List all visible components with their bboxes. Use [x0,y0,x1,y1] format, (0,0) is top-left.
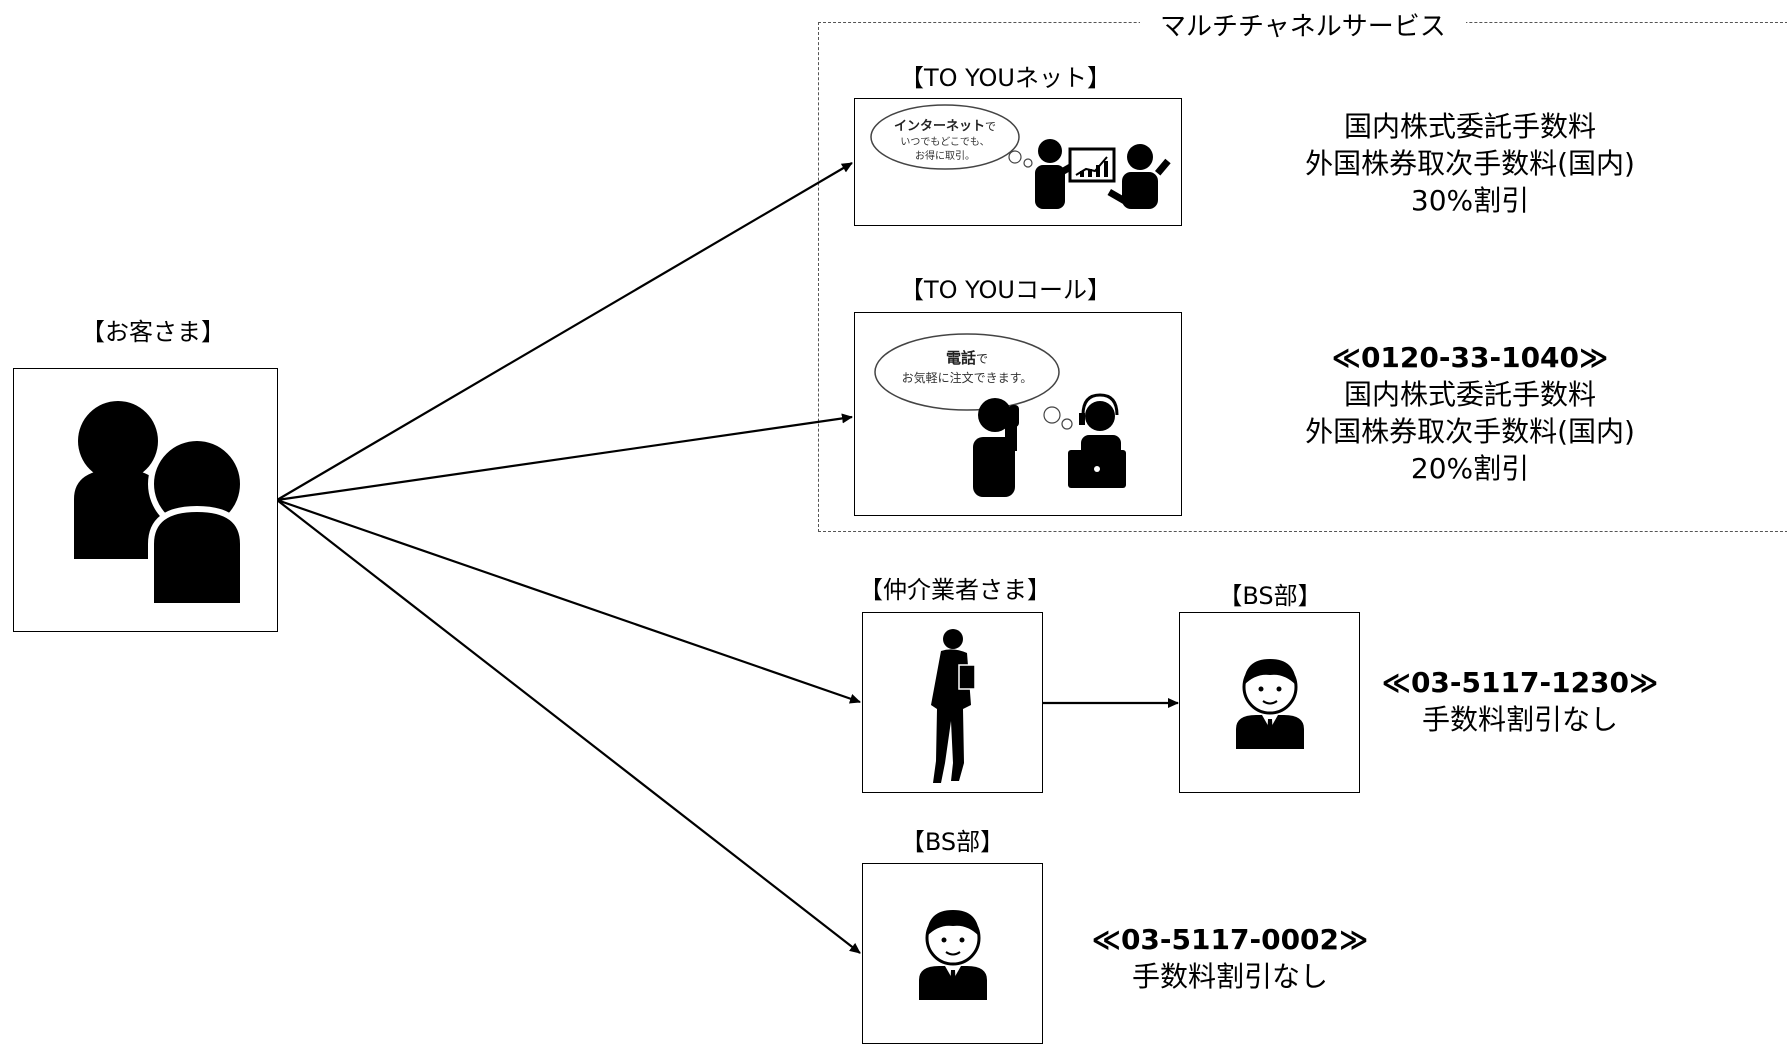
customer-label: 【お客さま】 [81,318,225,346]
customer-box [13,368,278,632]
call-info-line2: 外国株券取次手数料(国内) [1305,415,1635,448]
net-illustration [870,104,1171,209]
net-info-line1: 国内株式委託手数料 [1343,110,1596,143]
bs-direct-info-text: 手数料割引なし [1131,960,1328,993]
bs-broker-phone: ≪03-5117-1230≫ [1381,666,1659,699]
customers-icon [74,401,246,609]
multichannel-group-title: マルチチャネルサービス [1140,6,1466,43]
staff-person-icon [1236,659,1304,749]
net-bubble-title-suffix: で [985,120,996,133]
broker-box [862,612,1043,793]
call-illustration [874,333,1126,497]
call-image-box: 電話で お気軽に注文できます。 [854,312,1182,516]
arrow-customer-to-call [276,413,853,502]
call-bubble-title-suffix: で [976,352,989,366]
bs-broker-info-text: 手数料割引なし [1421,703,1618,736]
net-bubble-line1: いつでもどこでも、 [900,137,990,148]
arrow-customer-to-broker [276,498,861,704]
broker-label: 【仲介業者さま】 [859,576,1051,604]
net-bubble-title-row: インターネットで [871,115,1019,134]
call-bubble-title-row: 電話で [875,347,1059,368]
call-info-line3: 20%割引 [1410,452,1530,485]
bs-direct-label: 【BS部】 [900,828,1005,856]
bs-direct-info: ≪03-5117-0002≫ 手数料割引なし [1080,921,1380,995]
arrow-customer-to-net [276,162,853,501]
net-image-box: インターネットで いつでもどこでも、 お得に取引。 [854,98,1182,226]
call-phone: ≪0120-33-1040≫ [1331,341,1609,374]
bs-broker-info: ≪03-5117-1230≫ 手数料割引なし [1370,664,1670,738]
bs-direct-box [862,863,1043,1044]
bs-broker-box [1179,612,1360,793]
net-bubble-line2: お得に取引。 [915,151,975,162]
call-bubble-line1: お気軽に注文できます。 [901,371,1033,385]
staff-person-icon [919,910,987,1000]
bs-broker-label: 【BS部】 [1218,582,1322,610]
businessman-walking-icon [931,629,976,783]
call-info: ≪0120-33-1040≫ 国内株式委託手数料 外国株券取次手数料(国内) 2… [1260,339,1680,487]
net-bubble-title: インターネット [893,119,985,134]
net-label: 【TO YOUネット】 [900,64,1111,92]
net-info-line3: 30%割引 [1410,184,1530,217]
call-label: 【TO YOUコール】 [900,276,1111,304]
net-info: 国内株式委託手数料 外国株券取次手数料(国内) 30%割引 [1260,108,1680,219]
call-info-line1: 国内株式委託手数料 [1343,378,1596,411]
call-bubble-title: 電話 [945,349,976,367]
arrow-customer-to-bs-direct [276,499,861,954]
bs-direct-phone: ≪03-5117-0002≫ [1091,923,1369,956]
net-info-line2: 外国株券取次手数料(国内) [1305,147,1635,180]
